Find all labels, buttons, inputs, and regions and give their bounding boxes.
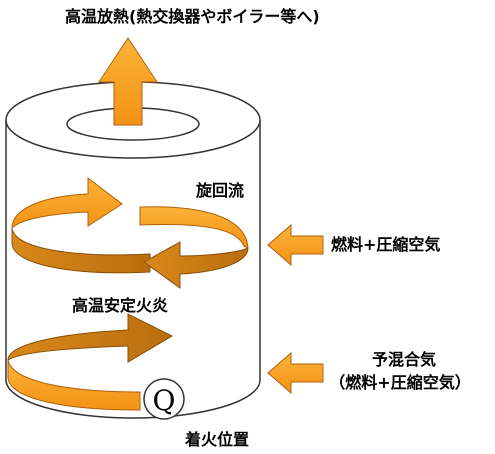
ignition-position-label: 着火位置	[184, 430, 249, 449]
stable-flame-label: 高温安定火炎	[72, 296, 168, 315]
swirl-upper-return-head	[143, 241, 249, 289]
ignition-marker	[143, 378, 185, 420]
fuel-air-inlet-arrow	[267, 223, 324, 267]
premix-sub-label: （燃料+圧縮空気）	[329, 373, 470, 392]
swirl-upper-back	[139, 206, 249, 249]
heat-output-label: 高温放熱(熱交換器やボイラー等へ)	[65, 7, 320, 26]
swirl-arrow-lower	[7, 313, 174, 411]
swirl-upper-front-band	[11, 227, 151, 274]
swirl-label: 旋回流	[195, 181, 244, 200]
heat-output-arrow	[98, 37, 158, 126]
swirl-upper-head	[11, 176, 123, 230]
swirl-lower-band	[7, 359, 141, 411]
fuel-air-label: 燃料+圧縮空気	[331, 235, 440, 254]
premix-label: 予混合気	[372, 350, 436, 369]
swirl-arrow-upper	[11, 176, 249, 289]
swirl-lower-head	[7, 313, 174, 363]
premix-inlet-arrow	[267, 351, 324, 395]
ignition-symbol: Q	[153, 384, 176, 417]
